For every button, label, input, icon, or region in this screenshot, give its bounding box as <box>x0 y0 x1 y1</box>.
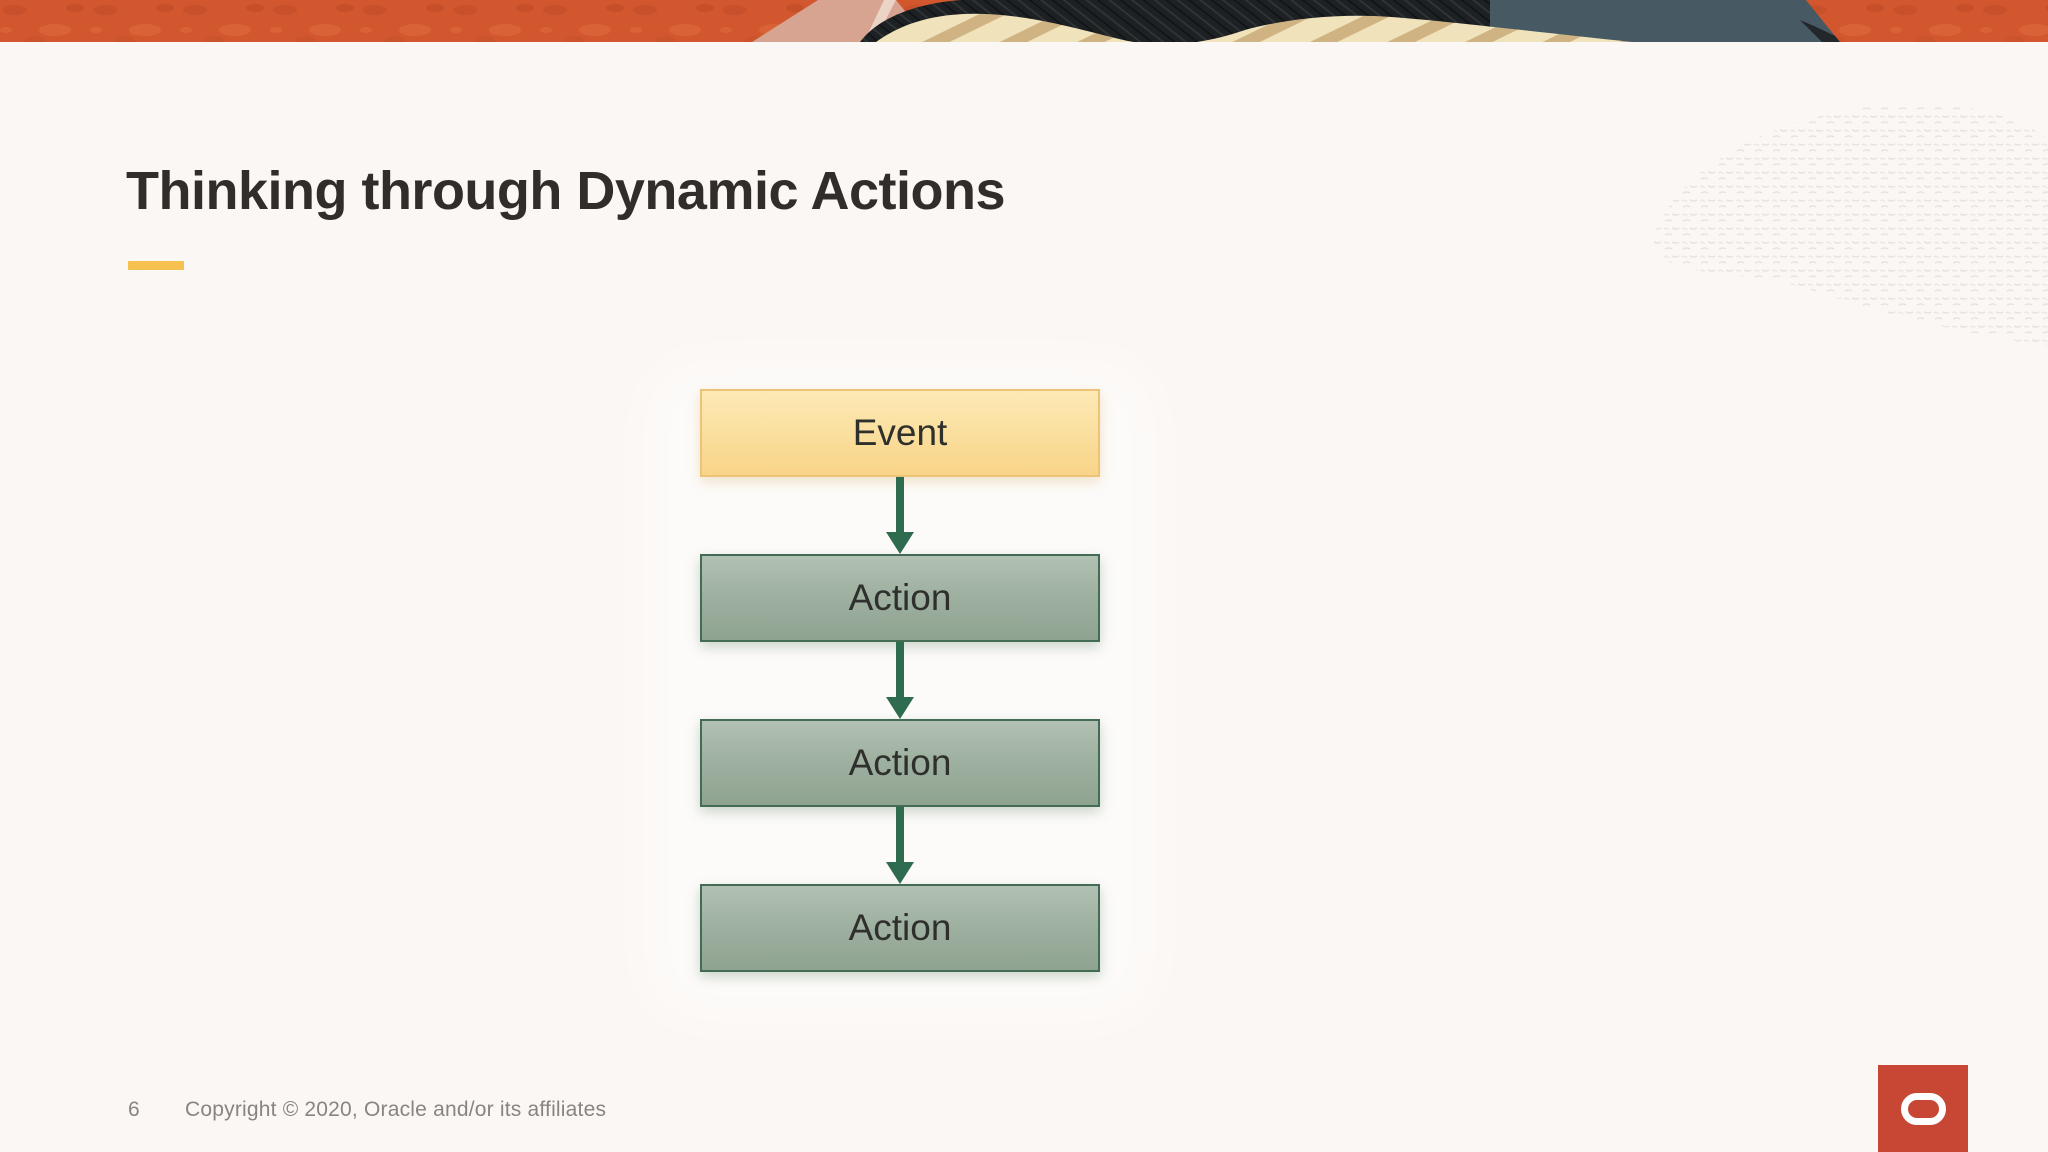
flow-node-label: Action <box>848 742 952 783</box>
flow-node-action-2: Action <box>700 719 1100 807</box>
decorative-banner <box>0 0 2048 42</box>
decorative-texture <box>1653 103 2048 346</box>
down-arrow-icon <box>886 807 914 884</box>
copyright-text: Copyright © 2020, Oracle and/or its affi… <box>185 1098 607 1121</box>
flow-node-action-1: Action <box>700 554 1100 642</box>
flow-node-action-3: Action <box>700 884 1100 972</box>
down-arrow-icon <box>886 477 914 554</box>
flow-node-label: Action <box>848 577 952 618</box>
title-accent-bar <box>128 261 184 270</box>
oracle-o-icon <box>1900 1092 1946 1125</box>
flow-node-label: Event <box>852 412 948 453</box>
page-title: Thinking through Dynamic Actions <box>126 161 1006 221</box>
flow-node-label: Action <box>848 907 952 948</box>
flow-node-event: Event <box>700 389 1100 477</box>
oracle-logo <box>1878 1065 1968 1152</box>
page-number: 6 <box>128 1098 140 1121</box>
down-arrow-icon <box>886 642 914 719</box>
